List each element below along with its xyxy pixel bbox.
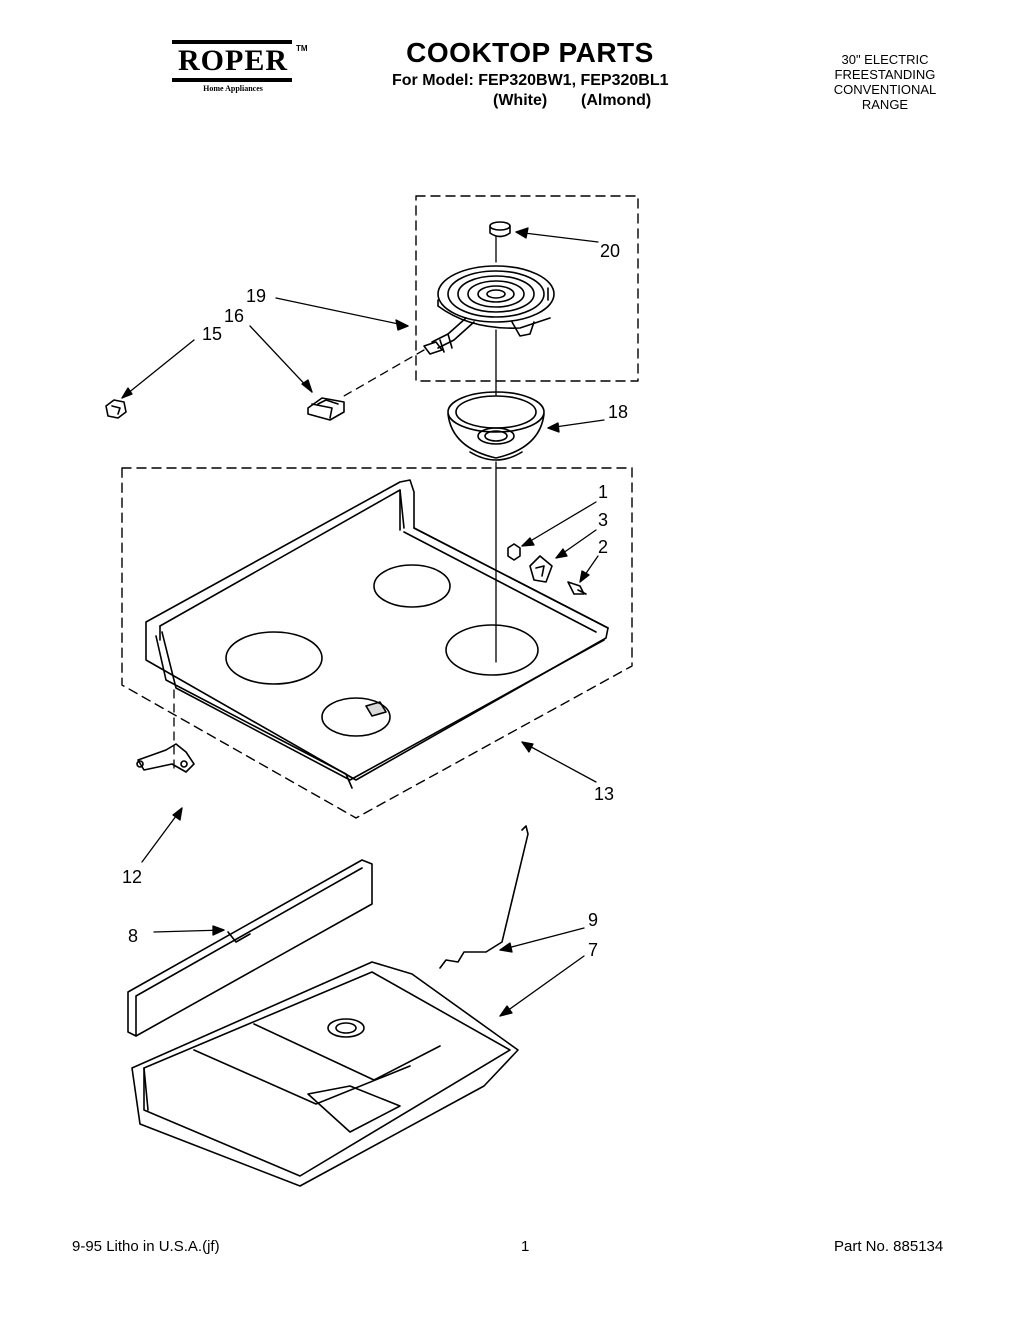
part-15-clip xyxy=(105,399,127,419)
callout-8: 8 xyxy=(128,926,138,946)
callout-9: 9 xyxy=(588,910,598,930)
part-18-drip-bowl xyxy=(447,391,545,461)
leader-arrows xyxy=(121,227,605,1017)
callout-16: 16 xyxy=(224,306,244,326)
callout-1: 1 xyxy=(598,482,608,502)
part-13-cooktop xyxy=(145,479,609,789)
part-3-bracket xyxy=(529,555,553,583)
range-type-line: RANGE xyxy=(861,97,909,112)
callout-3: 3 xyxy=(598,510,608,530)
element-group-boundary xyxy=(415,195,639,382)
callout-15: 15 xyxy=(202,324,222,344)
part-2-screw xyxy=(567,581,587,595)
print-info: 9-95 Litho in U.S.A.(jf) xyxy=(72,1238,220,1255)
brand-subtitle: Home Appliances xyxy=(203,84,263,93)
brand-name: ROPER xyxy=(178,44,288,77)
cooktop-group-boundary xyxy=(121,467,633,819)
part-9-wire-rod xyxy=(439,825,529,969)
brand-trademark: TM xyxy=(296,44,308,53)
range-type-line: CONVENTIONAL xyxy=(833,82,937,97)
logo-bar-bottom xyxy=(172,78,292,82)
callout-2: 2 xyxy=(598,537,608,557)
brand-logo: ROPER TM Home Appliances xyxy=(168,38,308,100)
variant-white: (White) xyxy=(493,92,548,109)
range-type: 30" ELECTRIC FREESTANDING CONVENTIONAL R… xyxy=(812,52,958,112)
callout-20: 20 xyxy=(600,241,620,261)
callout-7: 7 xyxy=(588,940,598,960)
part-20-center-cap xyxy=(489,221,511,238)
part-8-rear-channel xyxy=(127,859,373,1037)
element-connector-line xyxy=(343,349,425,397)
callout-13: 13 xyxy=(594,784,614,804)
callout-12: 12 xyxy=(122,867,142,887)
part-number: Part No. 885134 xyxy=(834,1238,944,1255)
callout-19: 19 xyxy=(246,286,266,306)
callout-18: 18 xyxy=(608,402,628,422)
logo-bar-top xyxy=(172,40,292,44)
part-7-burner-box xyxy=(131,961,519,1187)
range-type-line: 30" ELECTRIC xyxy=(841,52,929,67)
part-19-surface-element xyxy=(423,265,555,355)
page-title: COOKTOP PARTS xyxy=(406,37,654,68)
model-line: For Model: FEP320BW1, FEP320BL1 xyxy=(392,72,669,89)
variant-almond: (Almond) xyxy=(581,92,652,109)
page-number: 1 xyxy=(521,1238,530,1255)
range-type-line: FREESTANDING xyxy=(834,67,936,82)
part-1-nut xyxy=(507,543,521,561)
part-12-hinge-bracket xyxy=(136,743,195,773)
part-16-terminal-block xyxy=(307,397,345,421)
